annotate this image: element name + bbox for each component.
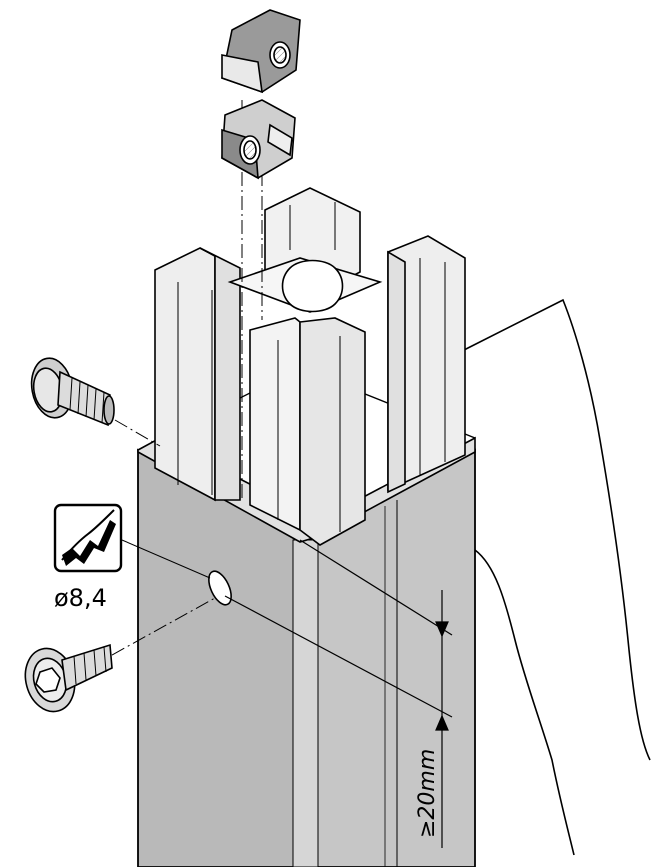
depth-dimension	[224, 539, 453, 848]
aluminium-profile	[154, 187, 466, 546]
drill-diameter-label: ø8,4	[54, 584, 107, 612]
tube-screw-icon	[24, 643, 113, 713]
drill-bit-icon	[53, 503, 123, 573]
slot-nut-icon	[221, 9, 301, 94]
screw-axis-line	[114, 419, 161, 447]
min-depth-label: ≥20mm	[415, 749, 440, 838]
spring-nut-icon	[221, 99, 296, 180]
tube-screw-axis-line	[111, 597, 216, 656]
screw-icon	[30, 357, 115, 427]
